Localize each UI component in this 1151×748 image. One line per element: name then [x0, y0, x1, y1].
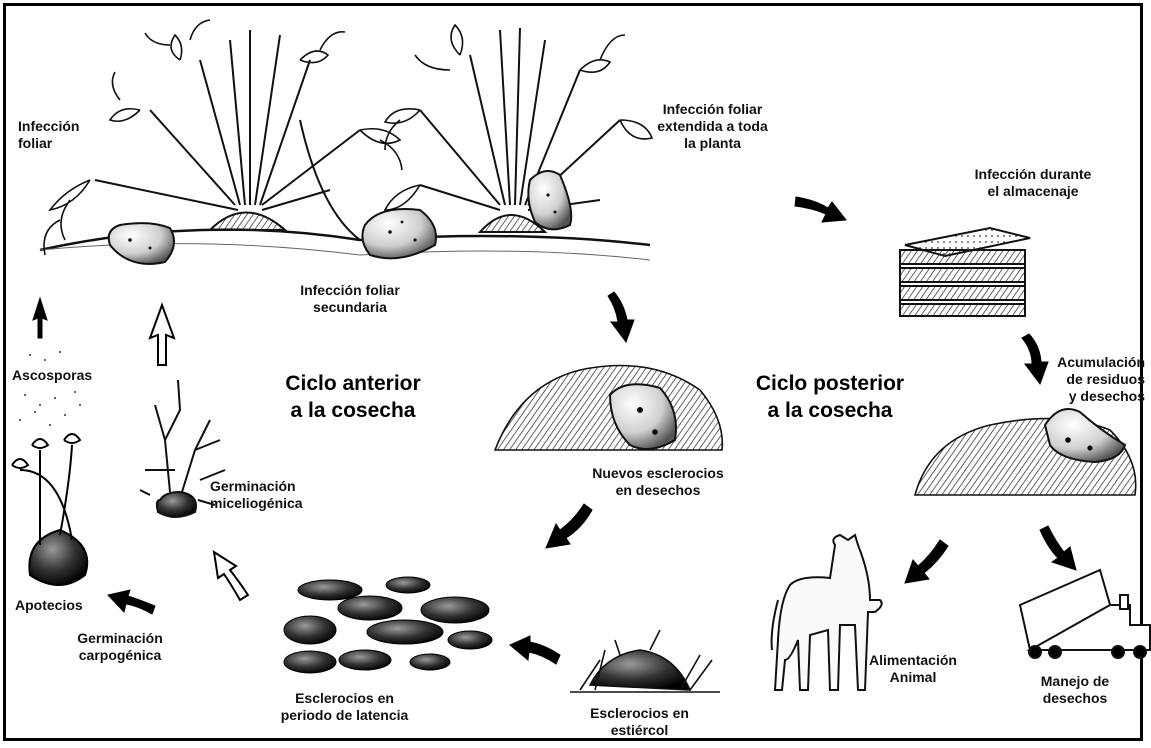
manure-icon [570, 630, 720, 692]
label-manure-sclerotia: Esclerocios en estiércol [572, 705, 707, 739]
label-extended-infection: Infección foliar extendida a toda la pla… [645, 101, 780, 152]
label-new-sclerotia: Nuevos esclerocios en desechos [578, 465, 738, 499]
apothecia-icon [12, 434, 87, 585]
label-myceliogenic: Germinación miceliogénica [210, 478, 330, 512]
label-secondary-infection: Infección foliar secundaria [285, 282, 415, 316]
label-storage-infection: Infección durante el almacenaje [958, 166, 1108, 200]
truck-icon [1020, 570, 1150, 658]
pre-harvest-cycle-title: Ciclo anterior a la cosecha [278, 370, 428, 424]
label-apothecia: Apotecios [15, 597, 105, 614]
post-harvest-cycle-title: Ciclo posterior a la cosecha [740, 370, 920, 424]
label-accumulation: Acumulación de residuos y desechos [1045, 354, 1145, 405]
sclerotia-icon [284, 577, 492, 673]
carrot-plant-icon [40, 20, 652, 264]
crate-icon [900, 228, 1030, 316]
label-ascospores: Ascosporas [12, 367, 112, 384]
label-dormant-sclerotia: Esclerocios en periodo de latencia [262, 690, 427, 724]
ascospore-dots [19, 351, 81, 426]
label-animal-feed: Alimentación Animal [858, 652, 968, 686]
label-foliar-infection: Infección foliar [18, 118, 98, 152]
label-waste-handling: Manejo de desechos [1025, 673, 1125, 707]
label-carpogenic: Germinación carpogénica [60, 630, 180, 664]
hollow-arrow-icon [150, 305, 248, 600]
